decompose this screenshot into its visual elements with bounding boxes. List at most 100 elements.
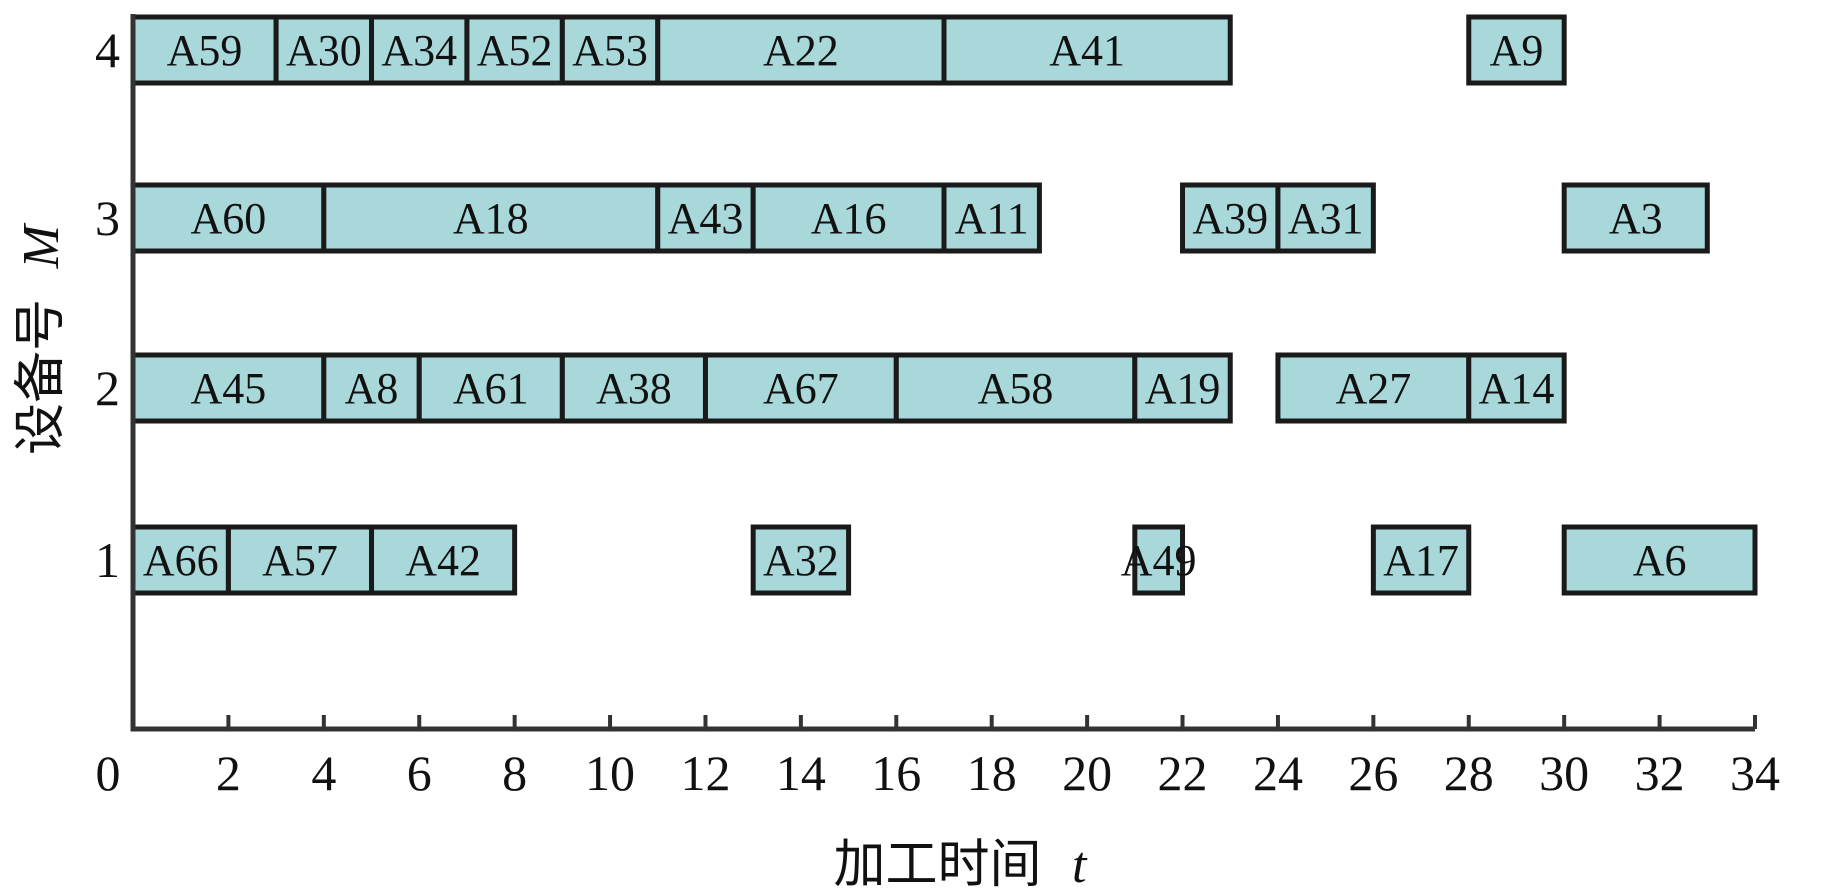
y-ticks: 1 2 3 4 <box>95 22 120 588</box>
task-bar: A14 <box>1466 352 1567 424</box>
task-bar: A11 <box>941 182 1042 254</box>
task-label: A57 <box>262 536 338 585</box>
task-rect <box>559 352 708 424</box>
task-rect <box>273 14 375 86</box>
task-bar: A30 <box>273 14 375 86</box>
task-bar: A42 <box>369 524 518 596</box>
task-label: A39 <box>1192 194 1268 243</box>
task-bar: A41 <box>941 14 1233 86</box>
task-rect <box>1132 352 1233 424</box>
x-tick-label: 0 <box>96 745 121 801</box>
task-label: A59 <box>167 26 243 75</box>
task-bar: A27 <box>1275 352 1472 424</box>
task-bar: A16 <box>750 182 947 254</box>
y-tick-label: 1 <box>95 532 120 588</box>
x-tick-label: 32 <box>1635 745 1685 801</box>
task-rect <box>369 14 470 86</box>
task-rect <box>1132 524 1186 596</box>
task-bar: A34 <box>369 14 470 86</box>
x-tick-label: 30 <box>1539 745 1589 801</box>
task-rect <box>225 524 375 596</box>
task-rect <box>416 352 565 424</box>
task-bar: A17 <box>1370 524 1472 596</box>
x-tick-label: 4 <box>311 745 336 801</box>
task-label: A22 <box>763 26 839 75</box>
task-rect <box>750 182 947 254</box>
task-label: A19 <box>1145 364 1221 413</box>
task-rect <box>559 14 661 86</box>
task-bar: A60 <box>130 182 327 254</box>
task-bar: A19 <box>1132 352 1233 424</box>
task-bar: A39 <box>1180 182 1281 254</box>
task-label: A34 <box>381 26 457 75</box>
task-label: A6 <box>1633 536 1687 585</box>
task-rect <box>941 14 1233 86</box>
task-label: A30 <box>286 26 362 75</box>
task-rect <box>702 352 899 424</box>
task-label: A14 <box>1479 364 1555 413</box>
task-rect <box>1370 524 1472 596</box>
task-bar: A38 <box>559 352 708 424</box>
task-bar: A66 <box>130 524 231 596</box>
x-tick-label: 2 <box>216 745 241 801</box>
task-label: A41 <box>1049 26 1125 75</box>
y-tick-label: 4 <box>95 22 120 78</box>
x-tick-label: 34 <box>1730 745 1780 801</box>
task-label: A3 <box>1609 194 1663 243</box>
y-tick-label: 3 <box>95 190 120 246</box>
task-bar: A57 <box>225 524 375 596</box>
axes-layer <box>130 14 1755 732</box>
x-tick-label: 10 <box>585 745 635 801</box>
task-bar: A49 <box>1121 524 1197 596</box>
task-rect <box>750 524 852 596</box>
task-rect <box>1561 524 1758 596</box>
task-bar: A32 <box>750 524 852 596</box>
task-label: A8 <box>345 364 399 413</box>
task-bar: A22 <box>655 14 947 86</box>
task-label: A53 <box>572 26 648 75</box>
task-bar: A31 <box>1275 182 1376 254</box>
x-tick-label: 22 <box>1158 745 1208 801</box>
task-label: A43 <box>668 194 744 243</box>
x-tick-label: 12 <box>680 745 730 801</box>
task-rect <box>1561 182 1710 254</box>
task-label: A42 <box>405 536 481 585</box>
task-bar: A53 <box>559 14 661 86</box>
task-label: A18 <box>453 194 529 243</box>
task-label: A27 <box>1335 364 1411 413</box>
x-tick-label: 26 <box>1348 745 1398 801</box>
x-tick-label: 16 <box>871 745 921 801</box>
task-rect <box>369 524 518 596</box>
task-label: A61 <box>453 364 529 413</box>
x-tick-label: 6 <box>407 745 432 801</box>
task-rect <box>321 182 661 254</box>
task-label: A17 <box>1383 536 1459 585</box>
x-tick-label: 18 <box>967 745 1017 801</box>
task-bar: A52 <box>464 14 565 86</box>
x-tick-label: 20 <box>1062 745 1112 801</box>
y-tick-label: 2 <box>95 360 120 416</box>
task-label: A11 <box>955 194 1029 243</box>
x-axis-variable: t <box>1072 837 1088 888</box>
task-bar: A59 <box>130 14 279 86</box>
task-label: A16 <box>811 194 887 243</box>
task-label: A49 <box>1121 536 1197 585</box>
task-rect <box>1275 182 1376 254</box>
task-bar: A58 <box>893 352 1138 424</box>
task-label: A66 <box>143 536 219 585</box>
task-rect <box>1466 352 1567 424</box>
task-label: A67 <box>763 364 839 413</box>
task-label: A58 <box>978 364 1054 413</box>
task-bar: A8 <box>321 352 422 424</box>
task-bar: A18 <box>321 182 661 254</box>
task-rect <box>1466 14 1567 86</box>
task-label: A45 <box>191 364 267 413</box>
task-bar: A3 <box>1561 182 1710 254</box>
task-bar: A45 <box>130 352 327 424</box>
task-label: A52 <box>477 26 553 75</box>
x-tick-label: 28 <box>1444 745 1494 801</box>
task-bar: A9 <box>1466 14 1567 86</box>
x-tick-label: 14 <box>776 745 826 801</box>
